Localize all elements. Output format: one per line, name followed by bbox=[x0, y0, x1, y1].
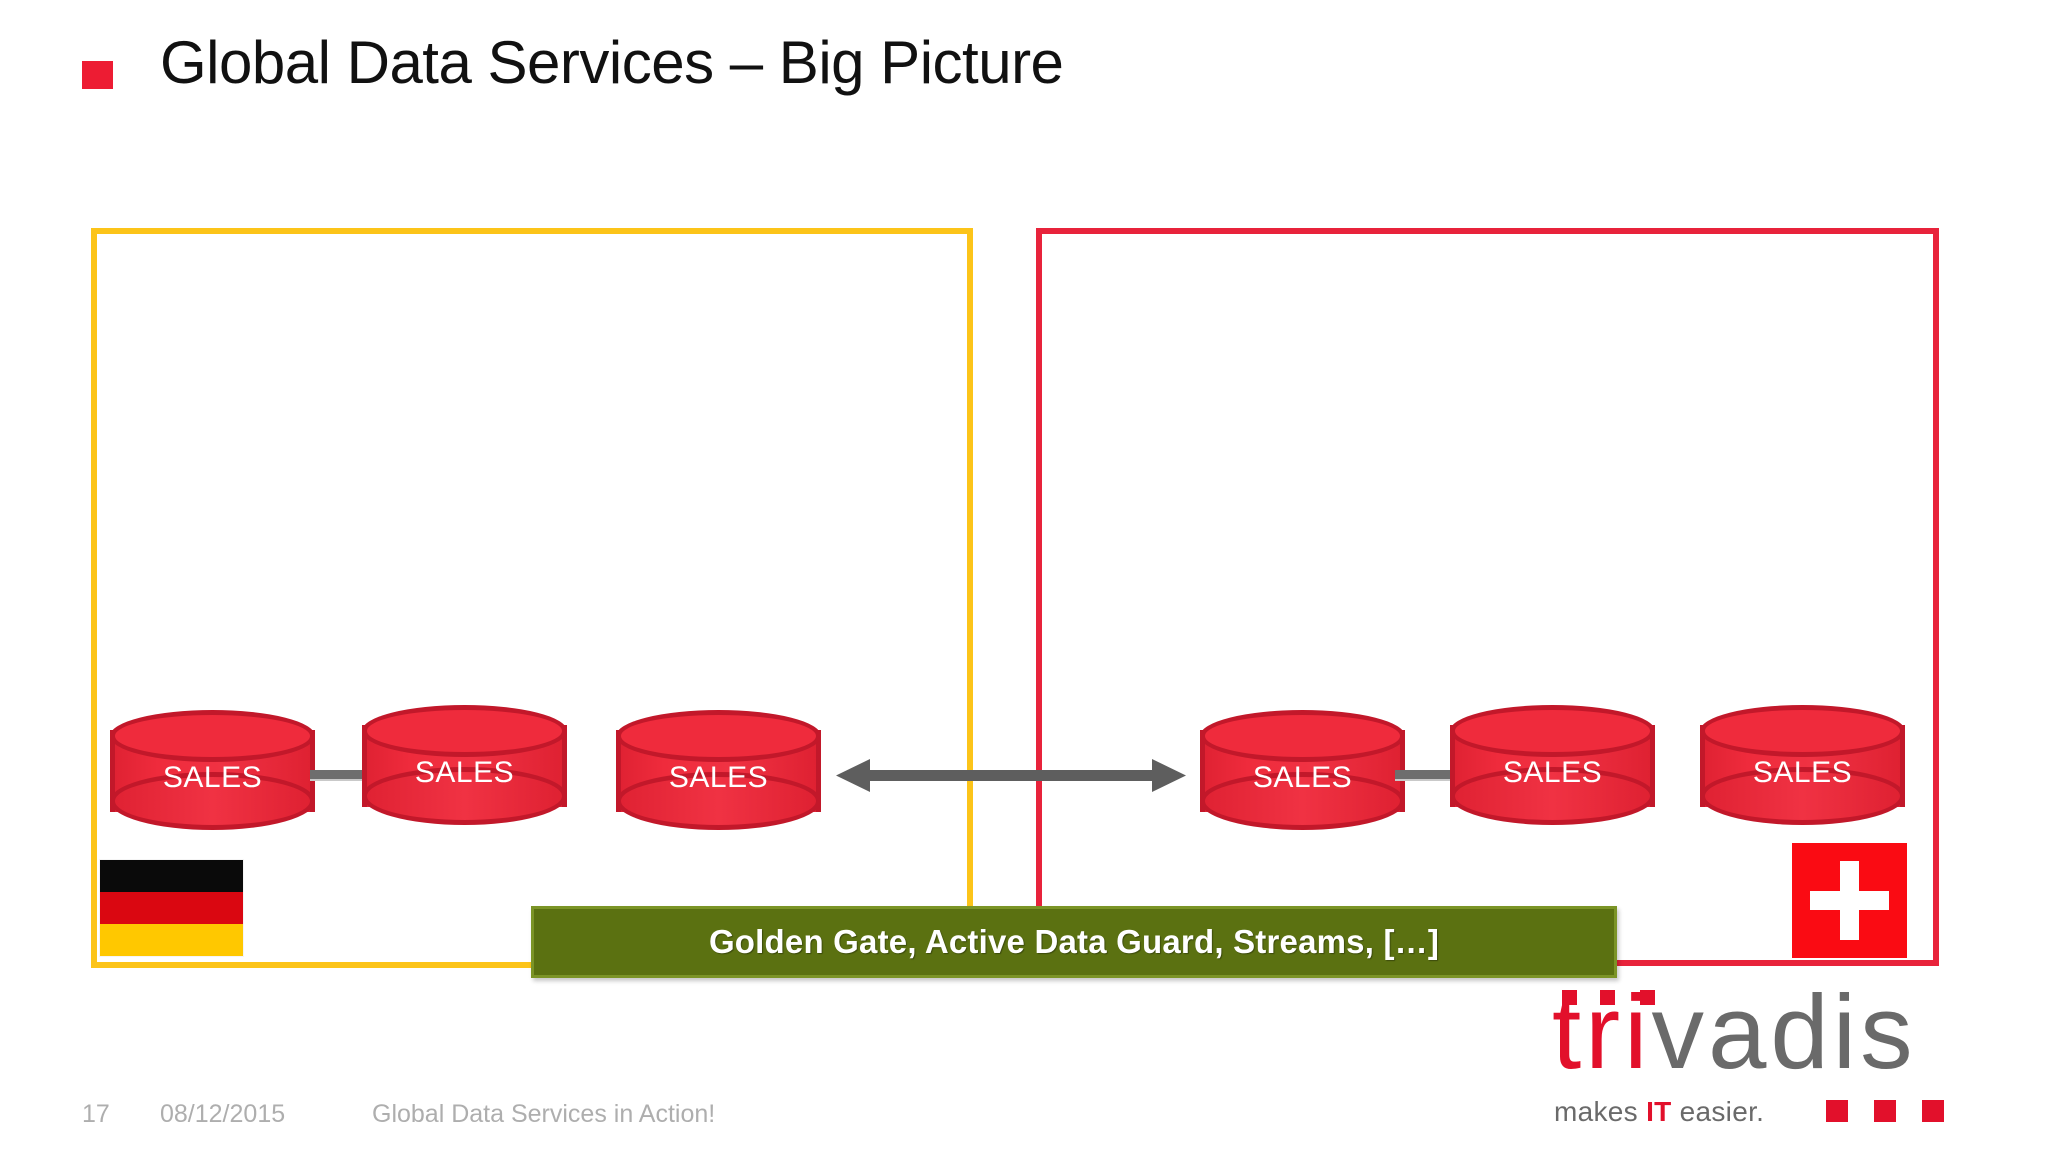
logo-dot-icon bbox=[1562, 990, 1577, 1005]
logo-dot-icon bbox=[1600, 990, 1615, 1005]
trivadis-logo: trivadis makes IT easier. bbox=[1552, 980, 1982, 1127]
database-cylinder[interactable]: SALES bbox=[362, 705, 567, 827]
cylinder-bottom bbox=[1700, 767, 1905, 825]
flag-band-red bbox=[100, 892, 243, 924]
logo-wordmark: trivadis bbox=[1552, 980, 1917, 1085]
database-label: SALES bbox=[1502, 756, 1603, 789]
footer-date: 08/12/2015 bbox=[160, 1100, 286, 1128]
logo-word-gray: vadis bbox=[1651, 974, 1917, 1091]
database-cylinder[interactable]: SALES bbox=[1700, 705, 1905, 827]
logo-square-icon bbox=[1922, 1100, 1944, 1122]
database-link bbox=[310, 770, 368, 781]
banner-label: Golden Gate, Active Data Guard, Streams,… bbox=[708, 923, 1440, 960]
logo-square-icon bbox=[1874, 1100, 1896, 1122]
database-label: SALES bbox=[1752, 756, 1853, 789]
cylinder-top bbox=[1200, 710, 1405, 762]
cylinder-bottom bbox=[1200, 772, 1405, 830]
footer-page-number: 17 bbox=[82, 1100, 110, 1128]
title-bullet-square bbox=[82, 61, 113, 89]
database-cylinder[interactable]: SALES bbox=[616, 710, 821, 832]
region-germany-box bbox=[91, 228, 973, 968]
cylinder-bottom bbox=[362, 767, 567, 825]
footer-presentation-title: Global Data Services in Action! bbox=[372, 1100, 716, 1128]
slide-footer: 17 08/12/2015 Global Data Services in Ac… bbox=[0, 1100, 2048, 1140]
swiss-cross-horizontal bbox=[1810, 890, 1889, 911]
page-title: Global Data Services – Big Picture bbox=[160, 29, 1064, 96]
database-cylinder[interactable]: SALES bbox=[1200, 710, 1405, 832]
switzerland-flag-icon bbox=[1792, 843, 1907, 958]
database-label: SALES bbox=[414, 756, 515, 789]
replication-arrow bbox=[836, 757, 1186, 797]
germany-flag-icon bbox=[100, 860, 243, 956]
cylinder-bottom bbox=[616, 772, 821, 830]
database-label: SALES bbox=[1252, 761, 1353, 794]
cylinder-top bbox=[1450, 705, 1655, 757]
database-cylinder[interactable]: SALES bbox=[110, 710, 315, 832]
cylinder-top bbox=[616, 710, 821, 762]
database-link bbox=[1395, 770, 1453, 781]
database-cylinder[interactable]: SALES bbox=[1450, 705, 1655, 827]
database-label: SALES bbox=[162, 761, 263, 794]
cylinder-top bbox=[110, 710, 315, 762]
database-label: SALES bbox=[668, 761, 769, 794]
flag-band-black bbox=[100, 860, 243, 892]
logo-square-icon bbox=[1826, 1100, 1848, 1122]
cylinder-bottom bbox=[110, 772, 315, 830]
logo-tagline: makes IT easier. bbox=[1554, 1096, 1764, 1128]
logo-dot-icon bbox=[1640, 990, 1655, 1005]
tagline-after: easier. bbox=[1671, 1096, 1765, 1127]
cylinder-top bbox=[1700, 705, 1905, 757]
flag-band-gold bbox=[100, 924, 243, 956]
cylinder-top bbox=[362, 705, 567, 757]
tagline-highlight: IT bbox=[1646, 1096, 1672, 1127]
replication-technology-banner: Golden Gate, Active Data Guard, Streams,… bbox=[531, 906, 1617, 978]
cylinder-bottom bbox=[1450, 767, 1655, 825]
tagline-before: makes bbox=[1554, 1096, 1647, 1127]
